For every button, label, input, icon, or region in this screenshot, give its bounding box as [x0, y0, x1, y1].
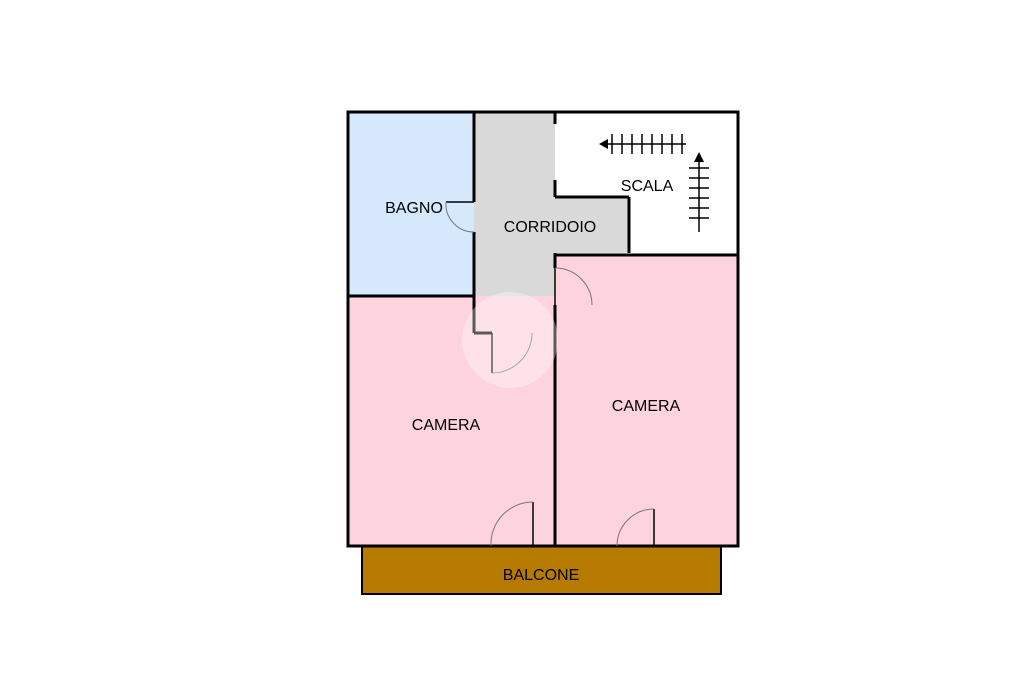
bedroom-right-area — [555, 255, 738, 546]
label-bagno: BAGNO — [385, 200, 443, 217]
door-swing-icon-bathroom — [445, 201, 475, 233]
label-camera-right: CAMERA — [612, 398, 681, 415]
door-swing-icon-corridor — [491, 332, 533, 374]
arrow-left-stair-icon — [599, 134, 686, 154]
balcony-area — [361, 545, 722, 595]
label-scala: SCALA — [621, 178, 674, 195]
label-corridoio: CORRIDOIO — [504, 219, 596, 236]
outer-wall — [346, 110, 740, 548]
door-swing-icon-balcony-left — [490, 501, 534, 547]
label-camera-left: CAMERA — [412, 417, 481, 434]
arrow-up-stair-icon — [689, 152, 709, 232]
bathroom-area — [348, 112, 474, 296]
watermark-logo — [462, 292, 558, 388]
door-swing-icon-balcony-right — [616, 508, 655, 547]
door-swing-icon-bedroom-right — [554, 267, 593, 306]
bedroom-left-area — [348, 296, 555, 546]
corridor-area — [474, 112, 629, 333]
label-balcone: BALCONE — [503, 567, 579, 584]
